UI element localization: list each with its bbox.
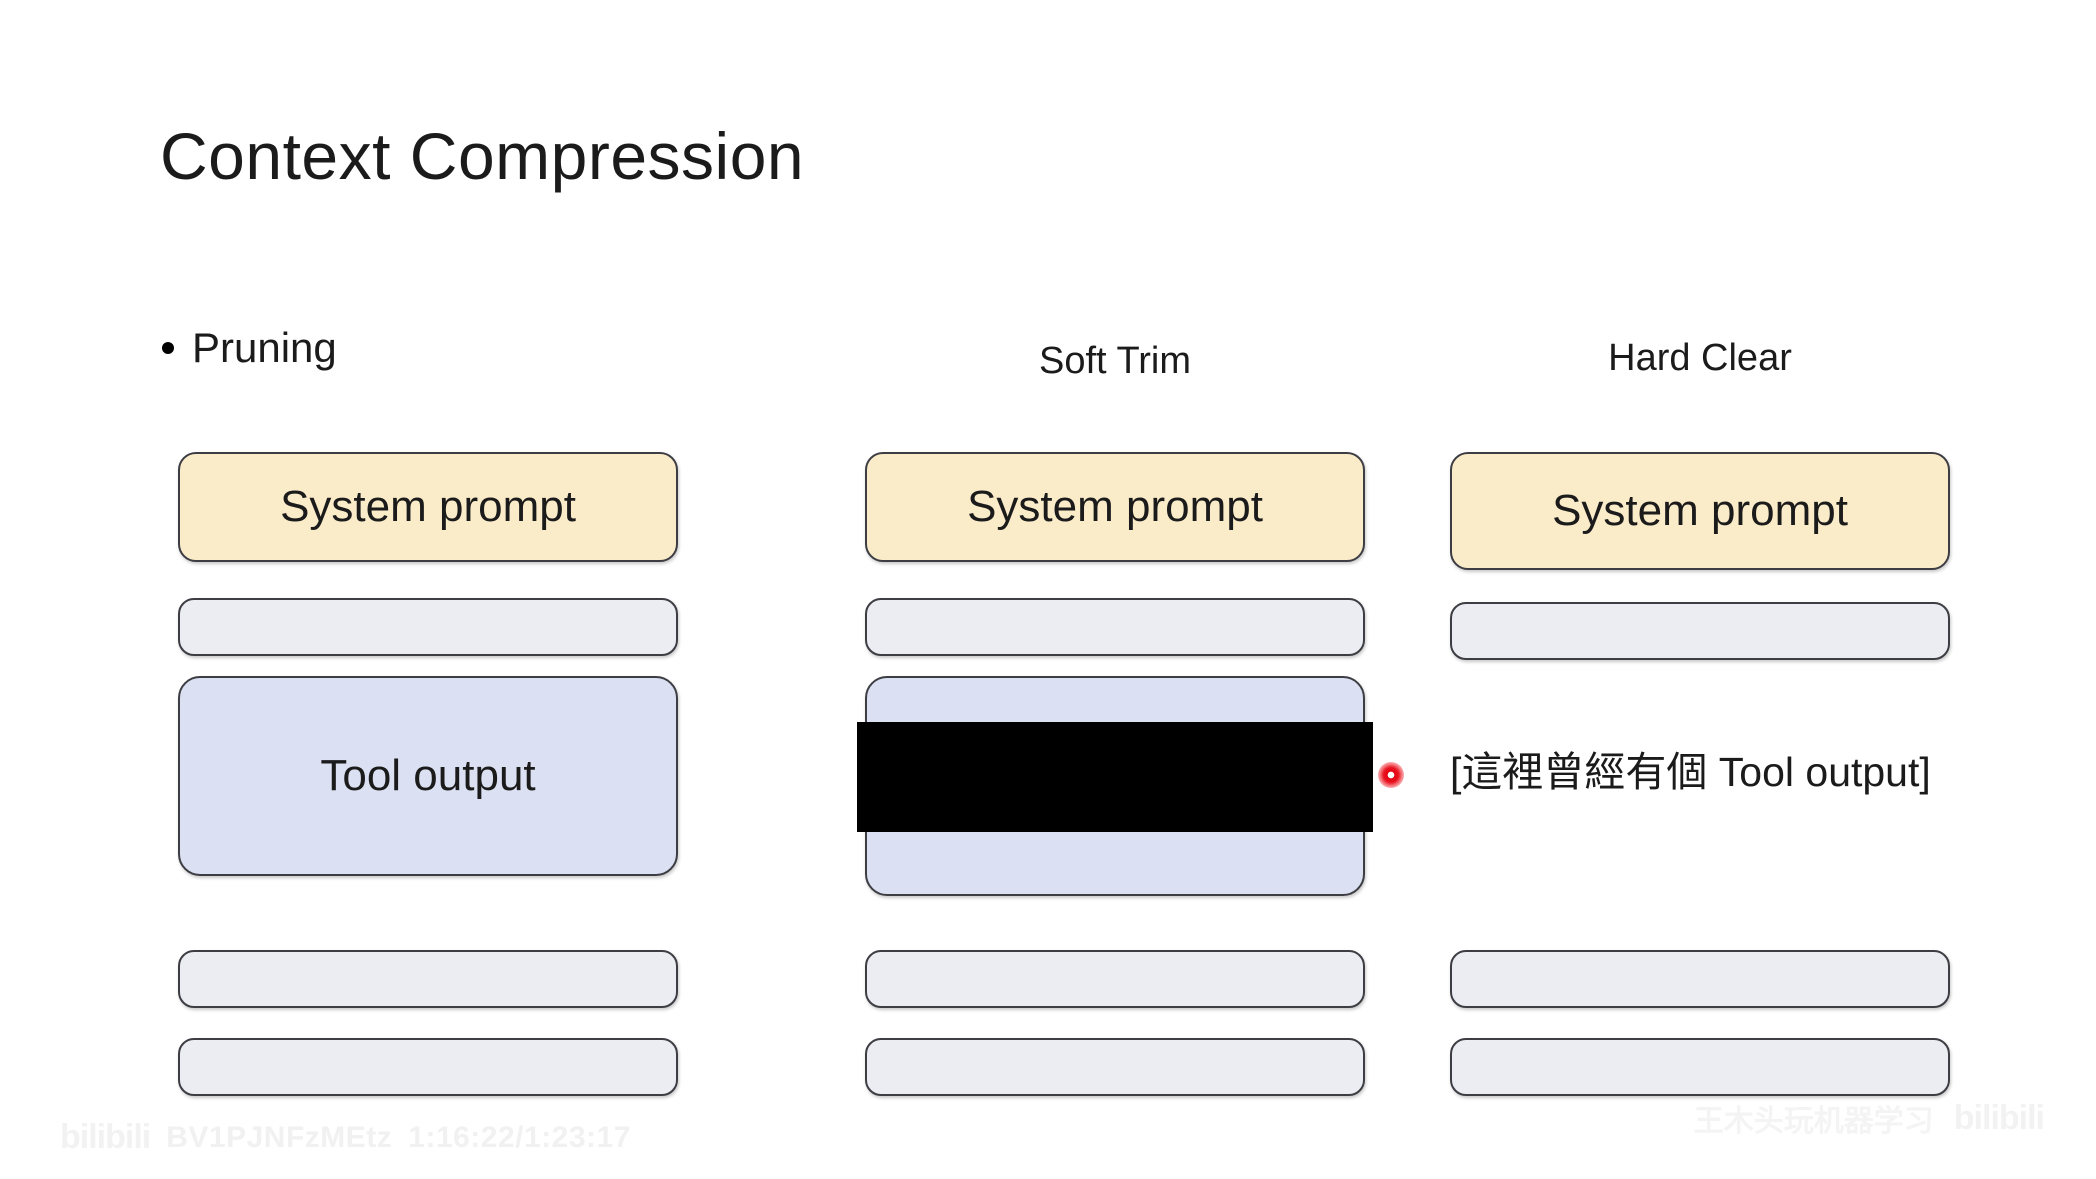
column-heading-soft-trim: Soft Trim <box>1038 340 1192 382</box>
hardclear-removed-note: [這裡曾經有個 Tool output] <box>1450 749 1931 795</box>
block-label: System prompt <box>1552 486 1848 535</box>
hardclear-filler-block-2 <box>1450 950 1950 1008</box>
hardclear-filler-block-3 <box>1450 1038 1950 1096</box>
block-label: System prompt <box>967 482 1263 531</box>
hardclear-system-prompt-block: System prompt <box>1450 452 1950 570</box>
redaction-bar <box>857 722 1373 832</box>
baseline-tool-output-block: Tool output <box>178 676 678 876</box>
page-title: Context Compression <box>160 119 805 193</box>
watermark-uploader: 王木头玩机器学习 <box>1693 1105 1934 1138</box>
baseline-system-prompt-block: System prompt <box>178 452 678 562</box>
softtrim-filler-block-1 <box>865 598 1365 656</box>
column-heading-hard-clear: Hard Clear <box>1608 337 1792 379</box>
softtrim-system-prompt-block: System prompt <box>865 452 1365 562</box>
bullet-item-label: Pruning <box>192 324 337 371</box>
baseline-filler-block-3 <box>178 1038 678 1096</box>
bullet-dot-icon <box>162 342 174 354</box>
block-label: System prompt <box>280 482 576 531</box>
bilibili-logo-icon: bilibili <box>1953 1098 2045 1137</box>
softtrim-filler-block-2 <box>865 950 1365 1008</box>
watermark-bottom-right: 王木头玩机器学习 bilibili <box>1693 1096 2045 1140</box>
softtrim-filler-block-3 <box>865 1038 1365 1096</box>
watermark-video-id: BV1PJNFzMEtz <box>166 1120 393 1154</box>
hardclear-filler-block-1 <box>1450 602 1950 660</box>
block-label: Tool output <box>320 751 536 800</box>
watermark-timestamp: 1:16:22/1:23:17 <box>408 1120 631 1154</box>
bilibili-logo-icon: bilibili <box>60 1118 151 1156</box>
red-cursor-dot-icon <box>1378 762 1404 788</box>
baseline-filler-block-2 <box>178 950 678 1008</box>
watermark-bottom-left: bilibili BV1PJNFzMEtz 1:16:22/1:23:17 <box>60 1118 631 1157</box>
bullet-item: Pruning <box>162 324 337 372</box>
baseline-filler-block-1 <box>178 598 678 656</box>
